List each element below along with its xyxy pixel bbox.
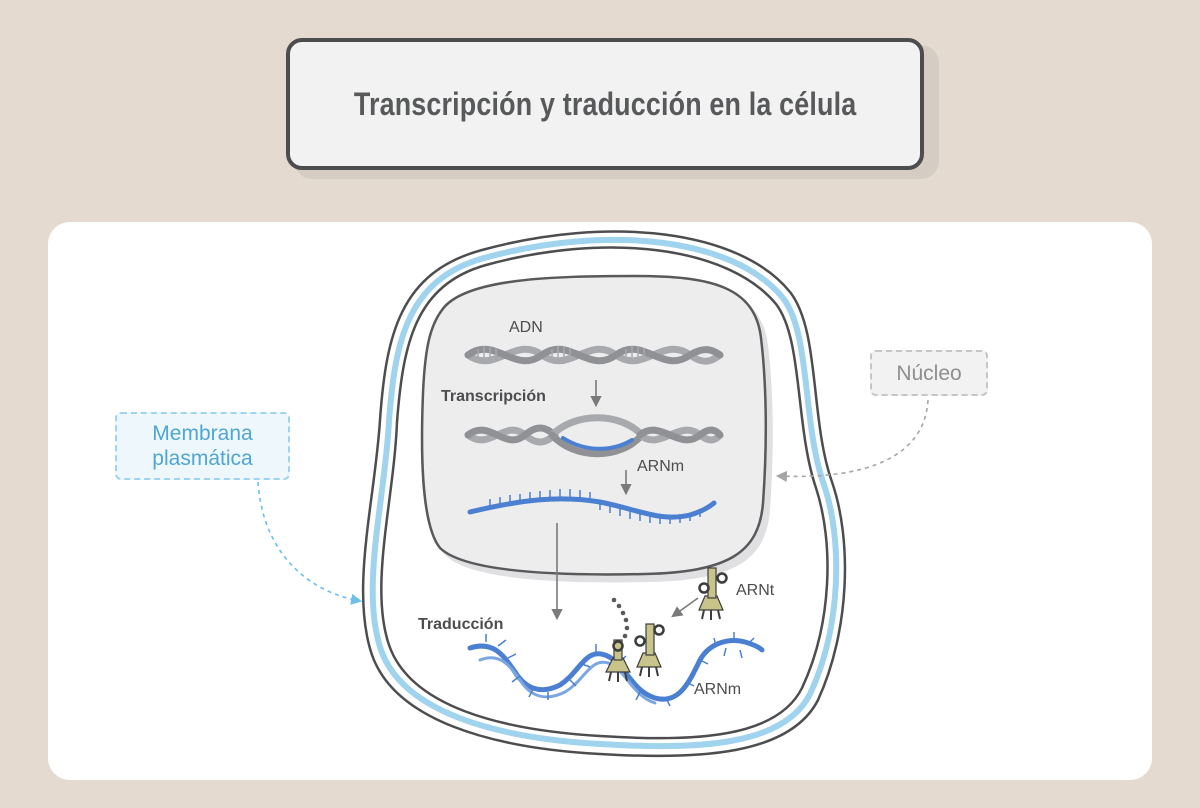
mrna-cytoplasm-bases (485, 632, 755, 707)
membrane-callout: Membrana plasmática (115, 412, 290, 480)
cell-membrane (369, 236, 840, 750)
dna-transcription-bubble (464, 414, 724, 458)
dna-open-bottom (548, 431, 646, 458)
mrna-nascent (561, 436, 634, 451)
dna-strand-b (464, 345, 724, 365)
polypeptide-chain (611, 597, 630, 639)
label-traduccion: Traducción (418, 616, 503, 633)
label-adn: ADN (509, 319, 543, 336)
label-arnm-cytoplasm: ARNm (694, 681, 741, 698)
cell-membrane-inner (380, 246, 829, 740)
mrna-strand (467, 489, 717, 524)
label-transcripcion: Transcripción (441, 388, 546, 405)
membrane-callout-arrow (257, 481, 363, 605)
trna-2 (634, 623, 665, 677)
mrna-bases (489, 489, 701, 524)
nucleus (420, 274, 768, 576)
dna-open-top (548, 414, 646, 439)
dna-strand-left-b (464, 424, 559, 444)
nucleus-callout: Núcleo (870, 350, 988, 396)
nucleus-callout-text: Núcleo (896, 361, 962, 385)
arrow-trna-incoming (671, 597, 699, 618)
dna-double-helix (464, 345, 724, 365)
page-title: Transcripción y traducción en la célula (353, 85, 857, 122)
title-box: Transcripción y traducción en la célula (286, 38, 924, 170)
cell-membrane-outer (361, 230, 847, 758)
nucleus-callout-arrow (775, 399, 929, 482)
dna-strand-a (464, 345, 724, 365)
membrane-callout-text: Membrana plasmática (152, 422, 253, 470)
dna-strand-right-b (636, 426, 724, 444)
dna-base-pairs (477, 346, 645, 364)
mrna-cytoplasm-body-b (478, 656, 657, 705)
trna-3 (698, 567, 728, 620)
trna-1 (605, 639, 631, 682)
label-arnm-nucleus: ARNm (637, 458, 684, 475)
label-arnt: ARNt (736, 582, 775, 599)
